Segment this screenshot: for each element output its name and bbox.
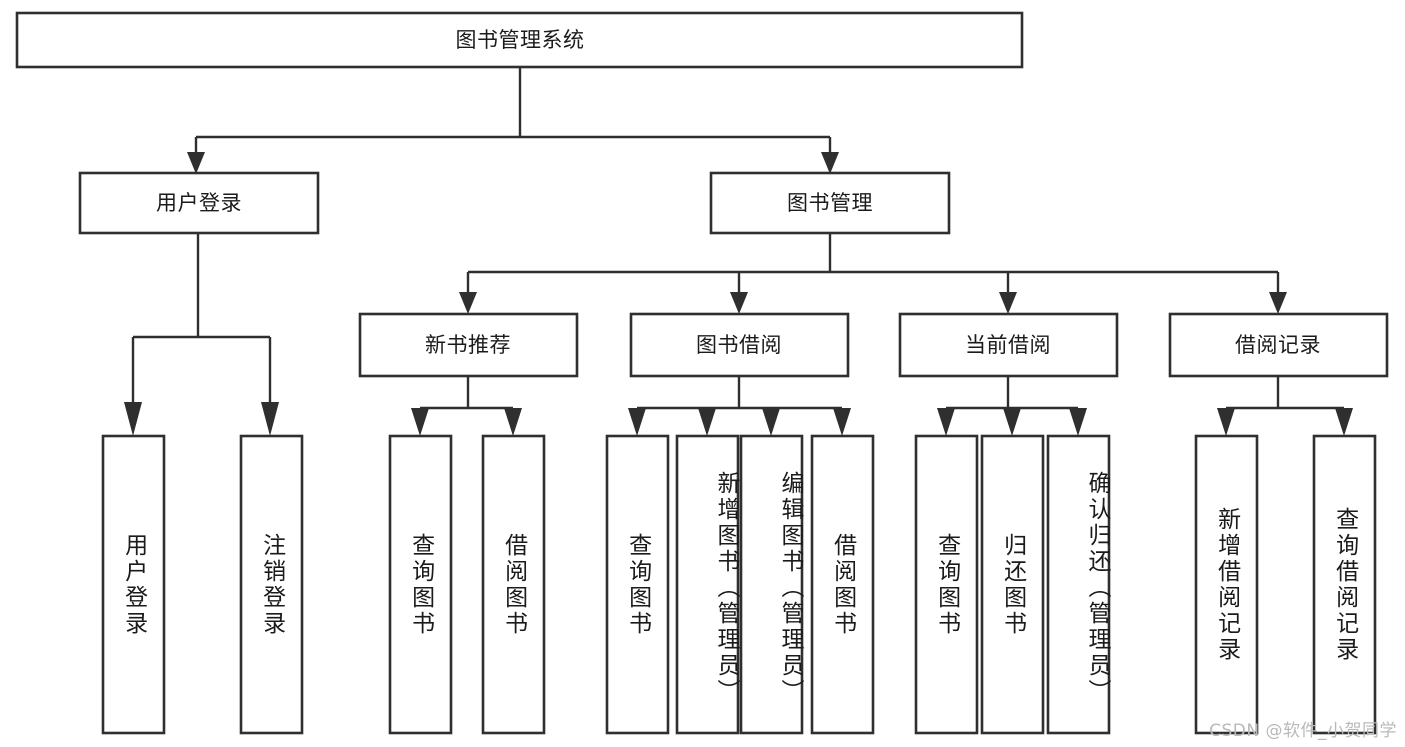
label-book-management: 图书管理: [787, 191, 873, 215]
arrow-to-leaf-add-book: [698, 408, 716, 436]
arrow-to-leaf-query-book-3: [937, 408, 955, 436]
arrow-to-leaf-query-record: [1335, 408, 1353, 436]
arrow-to-leaf-borrow-book-2: [833, 408, 851, 436]
watermark-text: CSDN @软件_小贺同学: [1209, 721, 1397, 741]
node-box-user-login[interactable]: [78, 171, 320, 235]
node-box-leaf-add-book[interactable]: [675, 434, 740, 735]
node-box-leaf-query-record[interactable]: [1312, 434, 1377, 735]
arrow-to-leaf-user-login: [124, 402, 142, 436]
arrow-to-leaf-return-book: [1003, 408, 1021, 436]
arrow-to-leaf-query-book-2: [628, 408, 646, 436]
arrow-to-current-borrow: [999, 292, 1017, 314]
node-box-leaf-borrow-book-1[interactable]: [481, 434, 546, 735]
arrow-to-leaf-edit-book: [762, 408, 780, 436]
label-current-borrow: 当前借阅: [965, 333, 1051, 357]
node-box-leaf-user-login[interactable]: [101, 434, 166, 735]
arrow-to-book-borrow: [730, 292, 748, 314]
node-box-leaf-query-book-1[interactable]: [388, 434, 453, 735]
node-box-leaf-edit-book[interactable]: [739, 434, 804, 735]
arrowhead-group: [124, 152, 1353, 436]
arrow-to-borrow-record: [1269, 292, 1287, 314]
label-book-borrow: 图书借阅: [696, 333, 782, 357]
arrow-to-leaf-borrow-book-1: [504, 408, 522, 436]
arrow-to-book-management: [821, 152, 839, 174]
label-new-book-recommend: 新书推荐: [425, 333, 511, 357]
node-box-new-book-recommend[interactable]: [358, 312, 579, 378]
node-box-leaf-add-record[interactable]: [1194, 434, 1259, 735]
horizontal-label-group: 图书管理系统 用户登录 图书管理 新书推荐 图书借阅 当前借阅 借阅记录: [156, 28, 1321, 357]
arrow-to-leaf-add-record: [1217, 408, 1235, 436]
node-box-book-management[interactable]: [709, 171, 951, 235]
label-user-login: 用户登录: [156, 191, 242, 215]
node-box-leaf-query-book-3[interactable]: [914, 434, 979, 735]
arrow-to-user-login: [187, 152, 205, 174]
node-box-borrow-record[interactable]: [1168, 312, 1389, 378]
arrow-to-leaf-query-book-1: [411, 408, 429, 436]
node-box-current-borrow[interactable]: [898, 312, 1119, 378]
node-box-leaf-return-book[interactable]: [980, 434, 1045, 735]
node-box-leaf-borrow-book-2[interactable]: [810, 434, 875, 735]
node-box-book-borrow[interactable]: [629, 312, 850, 378]
label-root: 图书管理系统: [456, 28, 585, 52]
node-box-leaf-query-book-2[interactable]: [605, 434, 670, 735]
node-box-leaf-confirm-return[interactable]: [1046, 434, 1111, 735]
arrow-to-leaf-confirm-return: [1069, 408, 1087, 436]
node-box-group: [15, 11, 1389, 735]
node-box-leaf-user-logout[interactable]: [239, 434, 304, 735]
arrow-to-leaf-user-logout: [261, 402, 279, 436]
label-borrow-record: 借阅记录: [1235, 333, 1321, 357]
arrow-to-new-book-recommend: [459, 292, 477, 314]
node-box-root[interactable]: [15, 11, 1024, 69]
